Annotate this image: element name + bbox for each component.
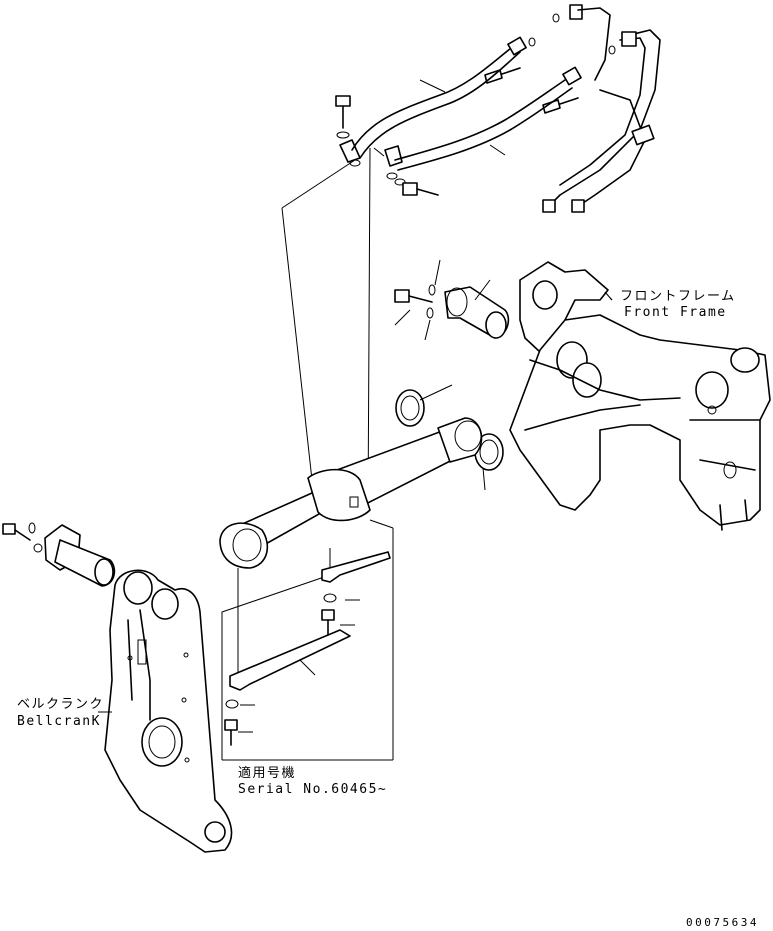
serial-inset-box (221, 519, 394, 761)
hydraulic-hoses (335, 4, 661, 213)
hydraulic-cylinder (219, 417, 483, 569)
serial-label-en: Serial No.60465~ (238, 782, 388, 797)
bellcrank-part (104, 569, 233, 853)
bellcrank-label-en: BellcranK (17, 714, 101, 729)
bellcrank-pin-set (2, 522, 116, 587)
assembly-leader-lines (281, 147, 371, 513)
serial-label-jp: 適用号機 (238, 766, 297, 781)
front-frame-label-en: Front Frame (624, 305, 727, 320)
front-frame-leader (604, 291, 613, 301)
front-frame-part (509, 261, 771, 531)
bellcrank-label-jp: ベルクランク (17, 697, 105, 712)
document-id: 00075634 (686, 916, 759, 929)
front-frame-label-jp: フロントフレーム (620, 289, 736, 304)
cylinder-pin-set (394, 259, 510, 491)
